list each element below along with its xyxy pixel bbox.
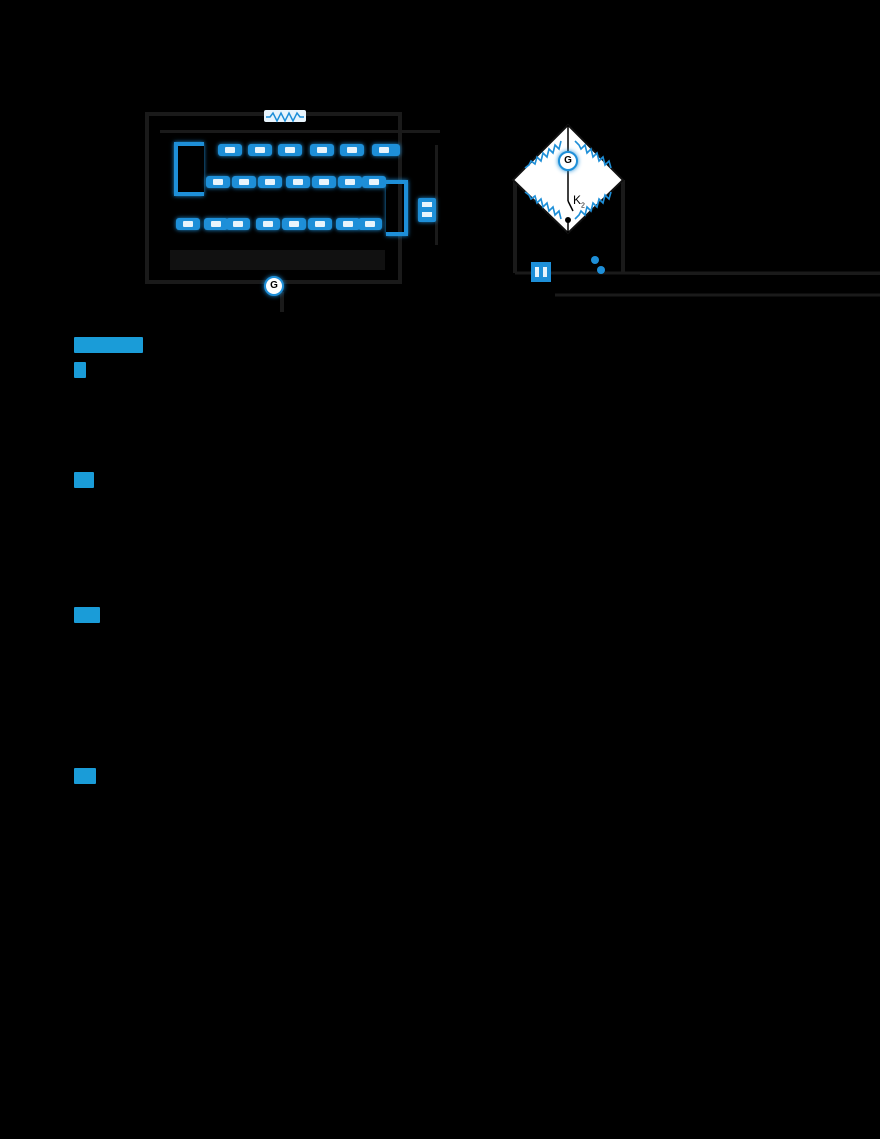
plug[interactable] — [204, 218, 228, 230]
plug[interactable] — [218, 144, 242, 156]
figure-resistance-box: G — [140, 100, 460, 315]
galvanometer-icon: G — [264, 276, 284, 296]
resistor-top — [264, 110, 306, 123]
plug[interactable] — [338, 176, 362, 188]
key-contact — [422, 212, 432, 217]
key-label: K2 — [573, 193, 585, 209]
key-contact — [422, 202, 432, 207]
plug[interactable] — [248, 144, 272, 156]
wire-left — [145, 112, 149, 284]
plug[interactable] — [308, 218, 332, 230]
section-label — [74, 607, 100, 623]
wire-inner-top — [160, 130, 440, 133]
wheatstone-bridge-diagram — [511, 123, 880, 297]
plug-bracket-left — [174, 142, 204, 196]
plug[interactable] — [310, 144, 334, 156]
wire-lower-box — [170, 250, 385, 270]
plug[interactable] — [176, 218, 200, 230]
key-switch[interactable] — [418, 198, 436, 222]
plug[interactable] — [358, 218, 382, 230]
figure-wheatstone-bridge: G K2 — [495, 105, 880, 310]
plug[interactable] — [336, 218, 360, 230]
key-subscript: 2 — [581, 202, 585, 210]
plug[interactable] — [206, 176, 230, 188]
plug[interactable] — [258, 176, 282, 188]
plug[interactable] — [278, 144, 302, 156]
plug[interactable] — [372, 144, 400, 156]
plug[interactable] — [226, 218, 250, 230]
plug[interactable] — [232, 176, 256, 188]
plug-bracket-right — [386, 180, 408, 236]
zigzag-resistor-icon — [266, 111, 304, 123]
plug[interactable] — [340, 144, 364, 156]
galvanometer-icon: G — [558, 151, 578, 171]
plug[interactable] — [362, 176, 386, 188]
wire-inner-right — [435, 145, 438, 245]
section-sublabel — [74, 362, 86, 378]
section-heading — [74, 337, 143, 353]
section-label — [74, 472, 94, 488]
plug[interactable] — [282, 218, 306, 230]
divider-line — [640, 272, 880, 275]
key-letter: K — [573, 193, 582, 207]
plug[interactable] — [286, 176, 310, 188]
section-label — [74, 768, 96, 784]
wire-galvanometer-lead — [280, 292, 284, 312]
plug[interactable] — [256, 218, 280, 230]
wire-right — [398, 112, 402, 284]
plug[interactable] — [312, 176, 336, 188]
